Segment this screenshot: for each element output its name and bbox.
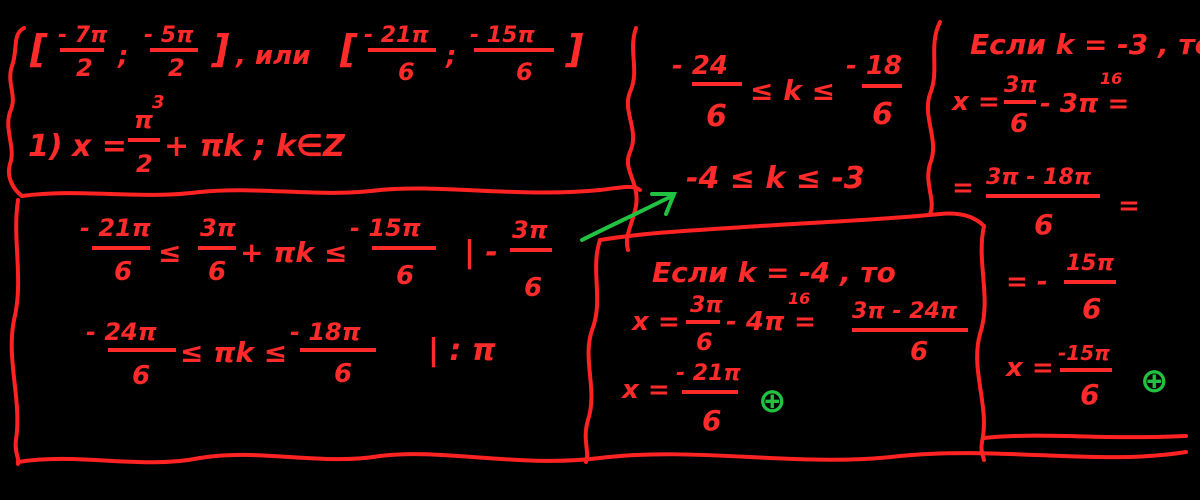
bracket-open: [ [29, 27, 48, 71]
fraction-denominator: 6 [516, 58, 533, 86]
equals: = [1118, 191, 1140, 221]
formula-right: + πk ; k∈Z [164, 129, 346, 164]
panel-top-left: [ - 7π 2 ; - 5π 2 ] , или [ - 21π 6 ; - … [28, 23, 584, 178]
operation: | - [464, 235, 498, 270]
x-equals: x = [950, 87, 1000, 117]
fraction-denominator: 2 [168, 54, 185, 82]
fraction-denominator: 6 [396, 261, 414, 291]
fraction-denominator: 6 [1034, 208, 1053, 241]
equals-minus: = - [1006, 267, 1048, 297]
superscript: 3 [152, 92, 165, 113]
fraction-denominator: 6 [524, 273, 542, 303]
fraction-denominator: 6 [132, 361, 150, 391]
box-bottom-middle [598, 211, 986, 242]
divider-bottom [16, 450, 1188, 465]
fraction-denominator: 6 [208, 257, 226, 287]
equals: = [794, 307, 816, 337]
fraction-denominator: 6 [872, 97, 893, 132]
fraction-denominator: 6 [1010, 109, 1028, 139]
brace-left [6, 26, 26, 198]
minus-term: - 4π [726, 307, 785, 337]
fraction-numerator: - 18 [846, 51, 902, 81]
fraction-denominator: 6 [398, 58, 415, 86]
divider-horizontal-right [982, 433, 1188, 440]
pi-k: + πk [240, 236, 316, 269]
formula-denominator: 2 [136, 150, 153, 178]
equals: = [952, 173, 974, 203]
separator: ; [117, 41, 128, 71]
or-word: , или [235, 41, 310, 71]
minus-term: - 3π = [1040, 89, 1129, 119]
less-equal: ≤ [158, 236, 181, 269]
fraction-numerator: - 21π [80, 214, 151, 242]
inequality-result: -4 ≤ k ≤ -3 [686, 161, 865, 196]
check-mark-icon: ⊕ [1140, 361, 1169, 401]
fraction-denominator: 6 [1080, 378, 1099, 411]
fraction-numerator: -15π [1058, 341, 1110, 365]
fraction-numerator: 15π [1066, 251, 1115, 276]
divider-vertical-far-right [975, 224, 987, 462]
middle-expression: ≤ k ≤ [750, 74, 835, 107]
step-number: 1) [28, 129, 63, 164]
fraction-denominator: 6 [702, 404, 721, 437]
bracket-open: [ [339, 27, 358, 71]
panel-top-middle: - 24 6 ≤ k ≤ - 18 6 -4 ≤ k ≤ -3 [672, 51, 902, 196]
divider-vertical-right [925, 20, 942, 216]
case-heading: Если k = -4 , то [652, 256, 896, 289]
x-equals: x = [620, 375, 670, 405]
bracket-close: ] [564, 27, 584, 71]
check-mark-icon: ⊕ [758, 381, 787, 421]
bracket-close: ] [210, 27, 230, 71]
fraction-numerator: 3π - 18π [986, 165, 1092, 190]
divider-vertical-left-lower [9, 198, 21, 466]
fraction-numerator: - 5π [144, 23, 194, 48]
middle-expression: ≤ πk ≤ [180, 336, 287, 369]
fraction-numerator: 3π [690, 293, 723, 318]
fraction-denominator: 6 [334, 359, 352, 389]
separator: ; [445, 41, 456, 71]
fraction-numerator: - 21π [676, 361, 741, 386]
fraction-numerator: 3π [1004, 73, 1037, 98]
panel-right: Если k = -3 , то x = 3π 6 - 3π = 16 = 3π… [950, 28, 1200, 411]
fraction-numerator: 3π [512, 216, 548, 244]
fraction-denominator: 2 [76, 54, 93, 82]
fraction-numerator: - 24π [86, 318, 157, 346]
divider-vertical-middle [583, 238, 602, 464]
x-equals: x = [630, 307, 680, 337]
fraction-denominator: 6 [1082, 292, 1101, 325]
operation: | : π [428, 333, 496, 368]
fraction-denominator: 6 [706, 99, 727, 134]
divider-horizontal-top [20, 184, 642, 198]
fraction-numerator: - 15π [350, 214, 421, 242]
fraction-numerator: 3π - 24π [852, 299, 958, 324]
fraction-numerator: - 18π [290, 318, 361, 346]
arrow-green [580, 192, 677, 242]
fraction-numerator: - 21π [364, 23, 429, 48]
formula-left: x = [70, 129, 127, 164]
formula-numerator: π [134, 106, 153, 134]
fraction-numerator: - 15π [470, 23, 535, 48]
panel-bottom-middle: Если k = -4 , то x = 3π 6 - 4π 16 = 3π -… [620, 256, 968, 437]
fraction-denominator: 6 [910, 337, 928, 367]
fraction-numerator: - 24 [672, 51, 728, 81]
case-heading: Если k = -3 , то [970, 28, 1200, 61]
panel-bottom-left: - 21π 6 ≤ 3π 6 + πk ≤ - 15π 6 | - 3π 6 -… [80, 214, 552, 391]
fraction-numerator: 3π [200, 214, 236, 242]
superscript: 16 [788, 289, 810, 308]
fraction-denominator: 6 [696, 328, 713, 356]
less-equal: ≤ [324, 236, 347, 269]
fraction-denominator: 6 [114, 257, 132, 287]
x-equals: x = [1004, 353, 1054, 383]
fraction-numerator: - 7π [58, 23, 108, 48]
superscript: 16 [1100, 69, 1122, 88]
divider-vertical-middle-left [625, 26, 639, 252]
